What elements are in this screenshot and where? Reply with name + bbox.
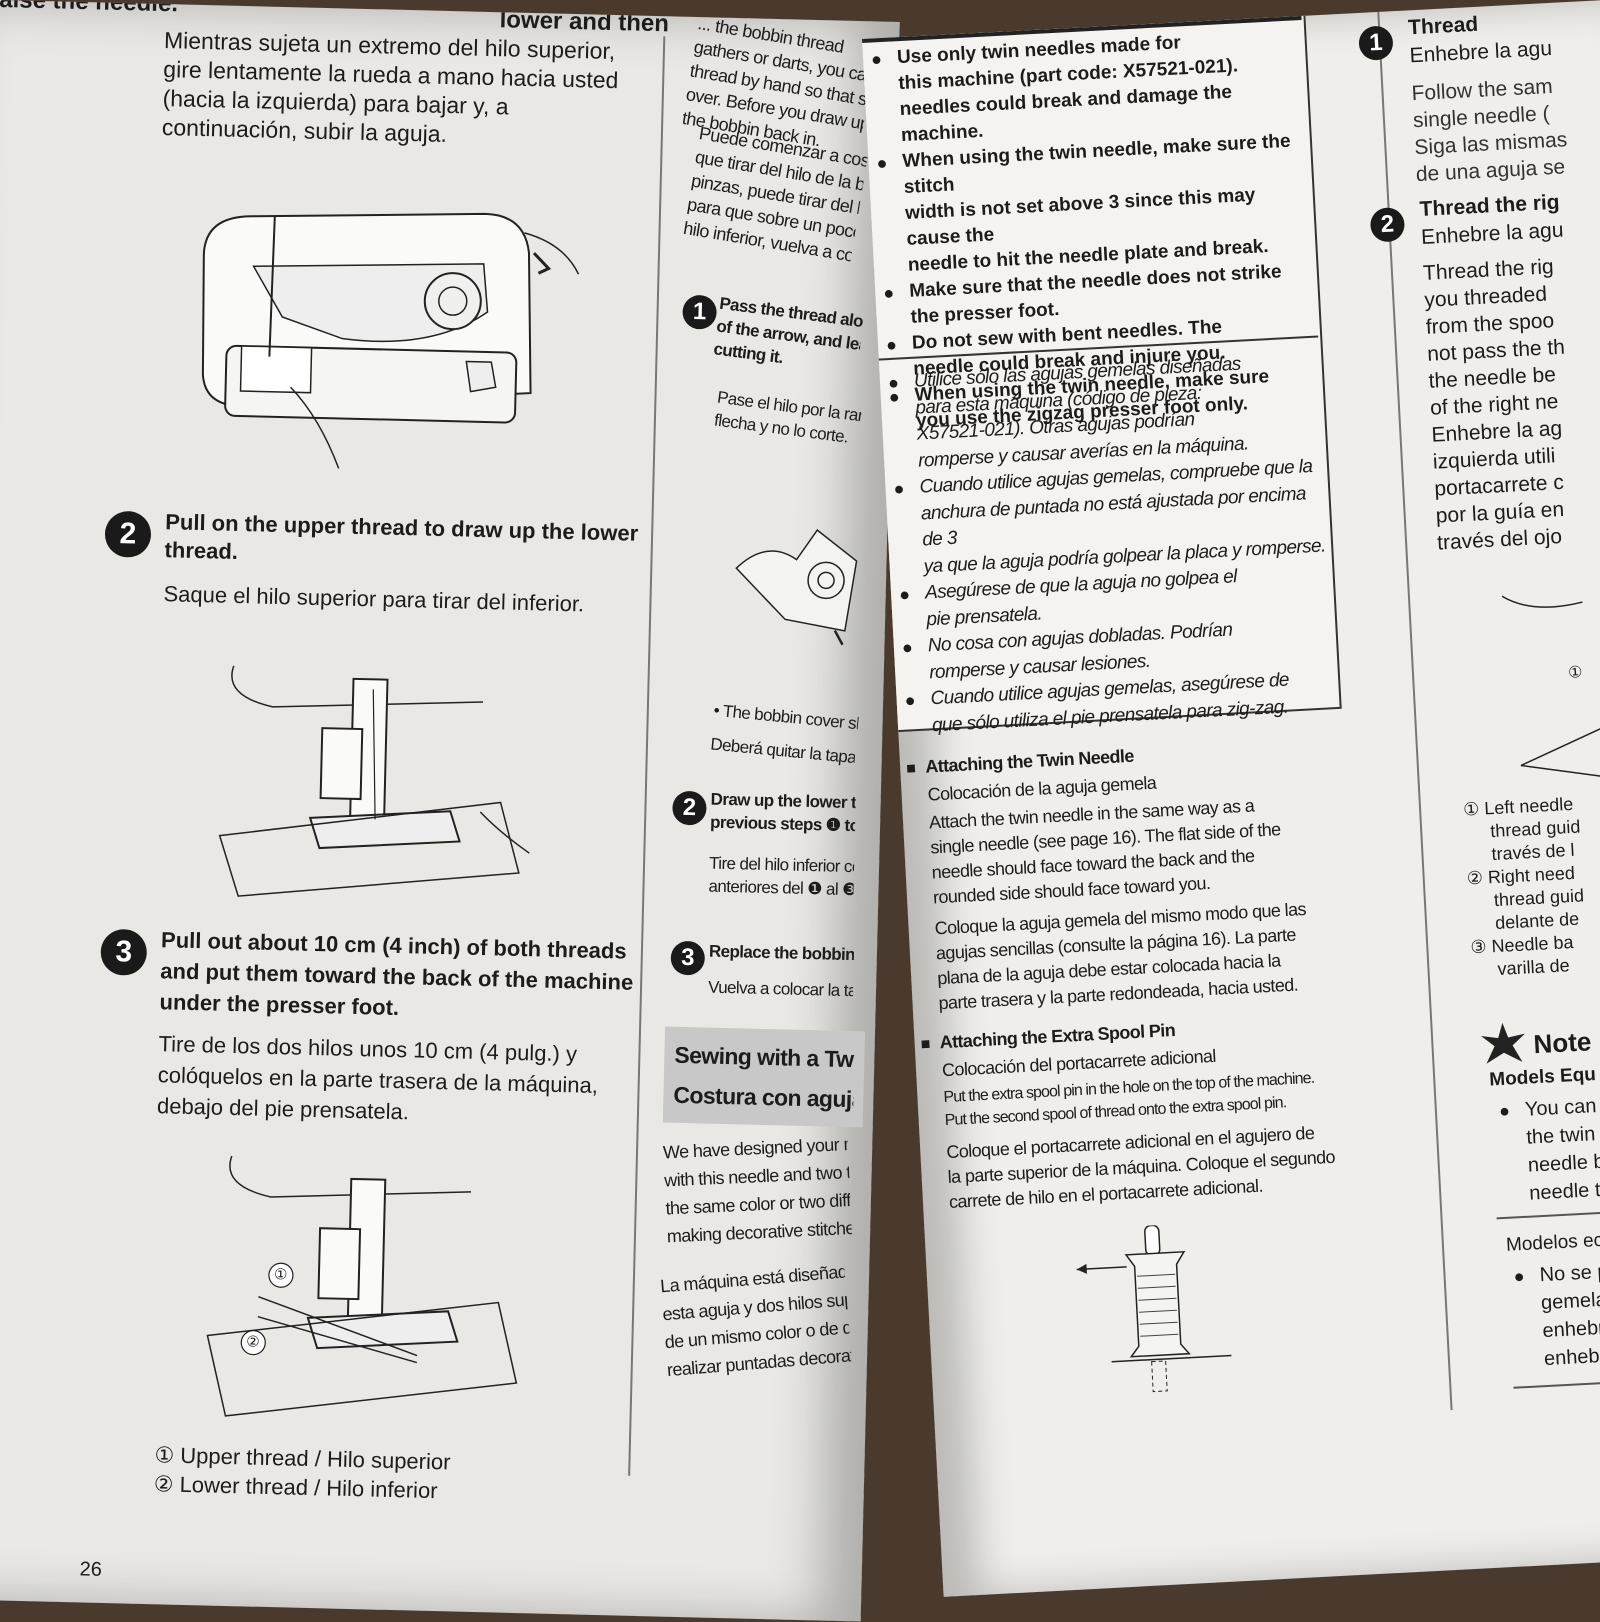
mid-step-2-text-es: Tire del hilo inferior como en los anter… [708, 853, 855, 900]
step-3-number: 3 [100, 928, 148, 976]
mid-step-3-text-es: Vuelva a colocar la tapa de la bobina. [707, 977, 854, 1003]
caution-list-es: Utilice sólo las agujas gemelas diseñada… [887, 348, 1336, 741]
section-body-en: We have designed your machine so with th… [662, 1130, 853, 1247]
note-divider [1496, 1208, 1600, 1220]
attach-needle-text-en: Attach the twin needle in the same way a… [928, 795, 1281, 908]
presser-foot-illustration-2 [206, 1155, 518, 1417]
sewing-machine-illustration [201, 212, 580, 469]
far-step-1-number: 1 [1358, 25, 1394, 61]
left-page: raise the needle. lower and then Mientra… [0, 0, 900, 1622]
presser-foot-illustration-1 [218, 665, 530, 897]
far-body-text: Thread the rig you threaded from the spo… [1422, 255, 1566, 555]
step-3-title: Pull out about 10 cm (4 inch) of both th… [159, 927, 634, 1021]
mid-step-1-text-es: Pase el hilo por la ranura flecha y no l… [713, 387, 863, 447]
column-divider [628, 36, 666, 1476]
far-follow-text: Follow the sam single needle ( Siga las … [1411, 74, 1568, 187]
far-step-1-title: Thread Enhebre la agu [1407, 12, 1553, 68]
mid-step-2-number: 2 [672, 790, 707, 826]
step-2-text-es: Saque el hilo superior para tirar del in… [163, 581, 585, 617]
section-body-es: La máquina está diseñada para que esta a… [659, 1258, 853, 1381]
note-star-icon [1481, 1022, 1525, 1064]
far-figure-mark: ① [1567, 664, 1583, 682]
figure-legend: ① Upper thread / Hilo superior ② Lower t… [153, 1442, 451, 1504]
intro-paragraph-es: Mientras sujeta un extremo del hilo supe… [161, 27, 619, 147]
mid-step-1-text: Pass the thread along the slit of the ar… [712, 293, 865, 368]
mid-note: • The bobbin cover should be Deberá quit… [709, 700, 860, 771]
figure-mark-1: ① [273, 1266, 288, 1284]
mid-step-3-text: Replace the bobbin cover. [708, 941, 855, 966]
step-2-number: 2 [104, 510, 152, 558]
note-title: Note [1532, 1026, 1593, 1060]
far-step-2-number: 2 [1369, 206, 1406, 243]
page-number: 26 [79, 1558, 103, 1581]
section-title: Sewing with a Twin Needle Costura con ag… [673, 1041, 855, 1115]
mid-step-2-text: Draw up the lower thread as in previous … [709, 789, 856, 836]
attach-needle-text-es: Coloque la aguja gemela del mismo modo q… [934, 898, 1307, 1014]
top-fragment-left: raise the needle. [0, 0, 179, 18]
caution-en-2: When using the twin needle, make sure th… [876, 128, 1306, 280]
mid-step-1-number: 1 [682, 294, 717, 330]
step-2-title: Pull on the upper thread to draw up the … [164, 509, 639, 564]
step-3-text-es: Tire de los dos hilos unos 10 cm (4 pulg… [156, 1031, 599, 1125]
far-step-2-title: Thread the rig Enhebre la agu [1419, 190, 1565, 249]
spool-pin-illustration [1076, 1224, 1232, 1393]
note-models-es: Modelos ec [1505, 1229, 1600, 1256]
far-legend: ① Left needle thread guid través de l ② … [1462, 793, 1585, 979]
needle-thread-illustration [1501, 595, 1600, 778]
bobbin-illustration [735, 529, 858, 646]
figure-mark-2: ② [246, 1333, 260, 1351]
top-fragment-right: lower and then [499, 6, 670, 38]
attach-spool-text-es: Coloque el portacarrete adicional en el … [945, 1122, 1336, 1213]
note-bottom-rule [1513, 1378, 1600, 1389]
mid-step-3-number: 3 [670, 940, 706, 976]
